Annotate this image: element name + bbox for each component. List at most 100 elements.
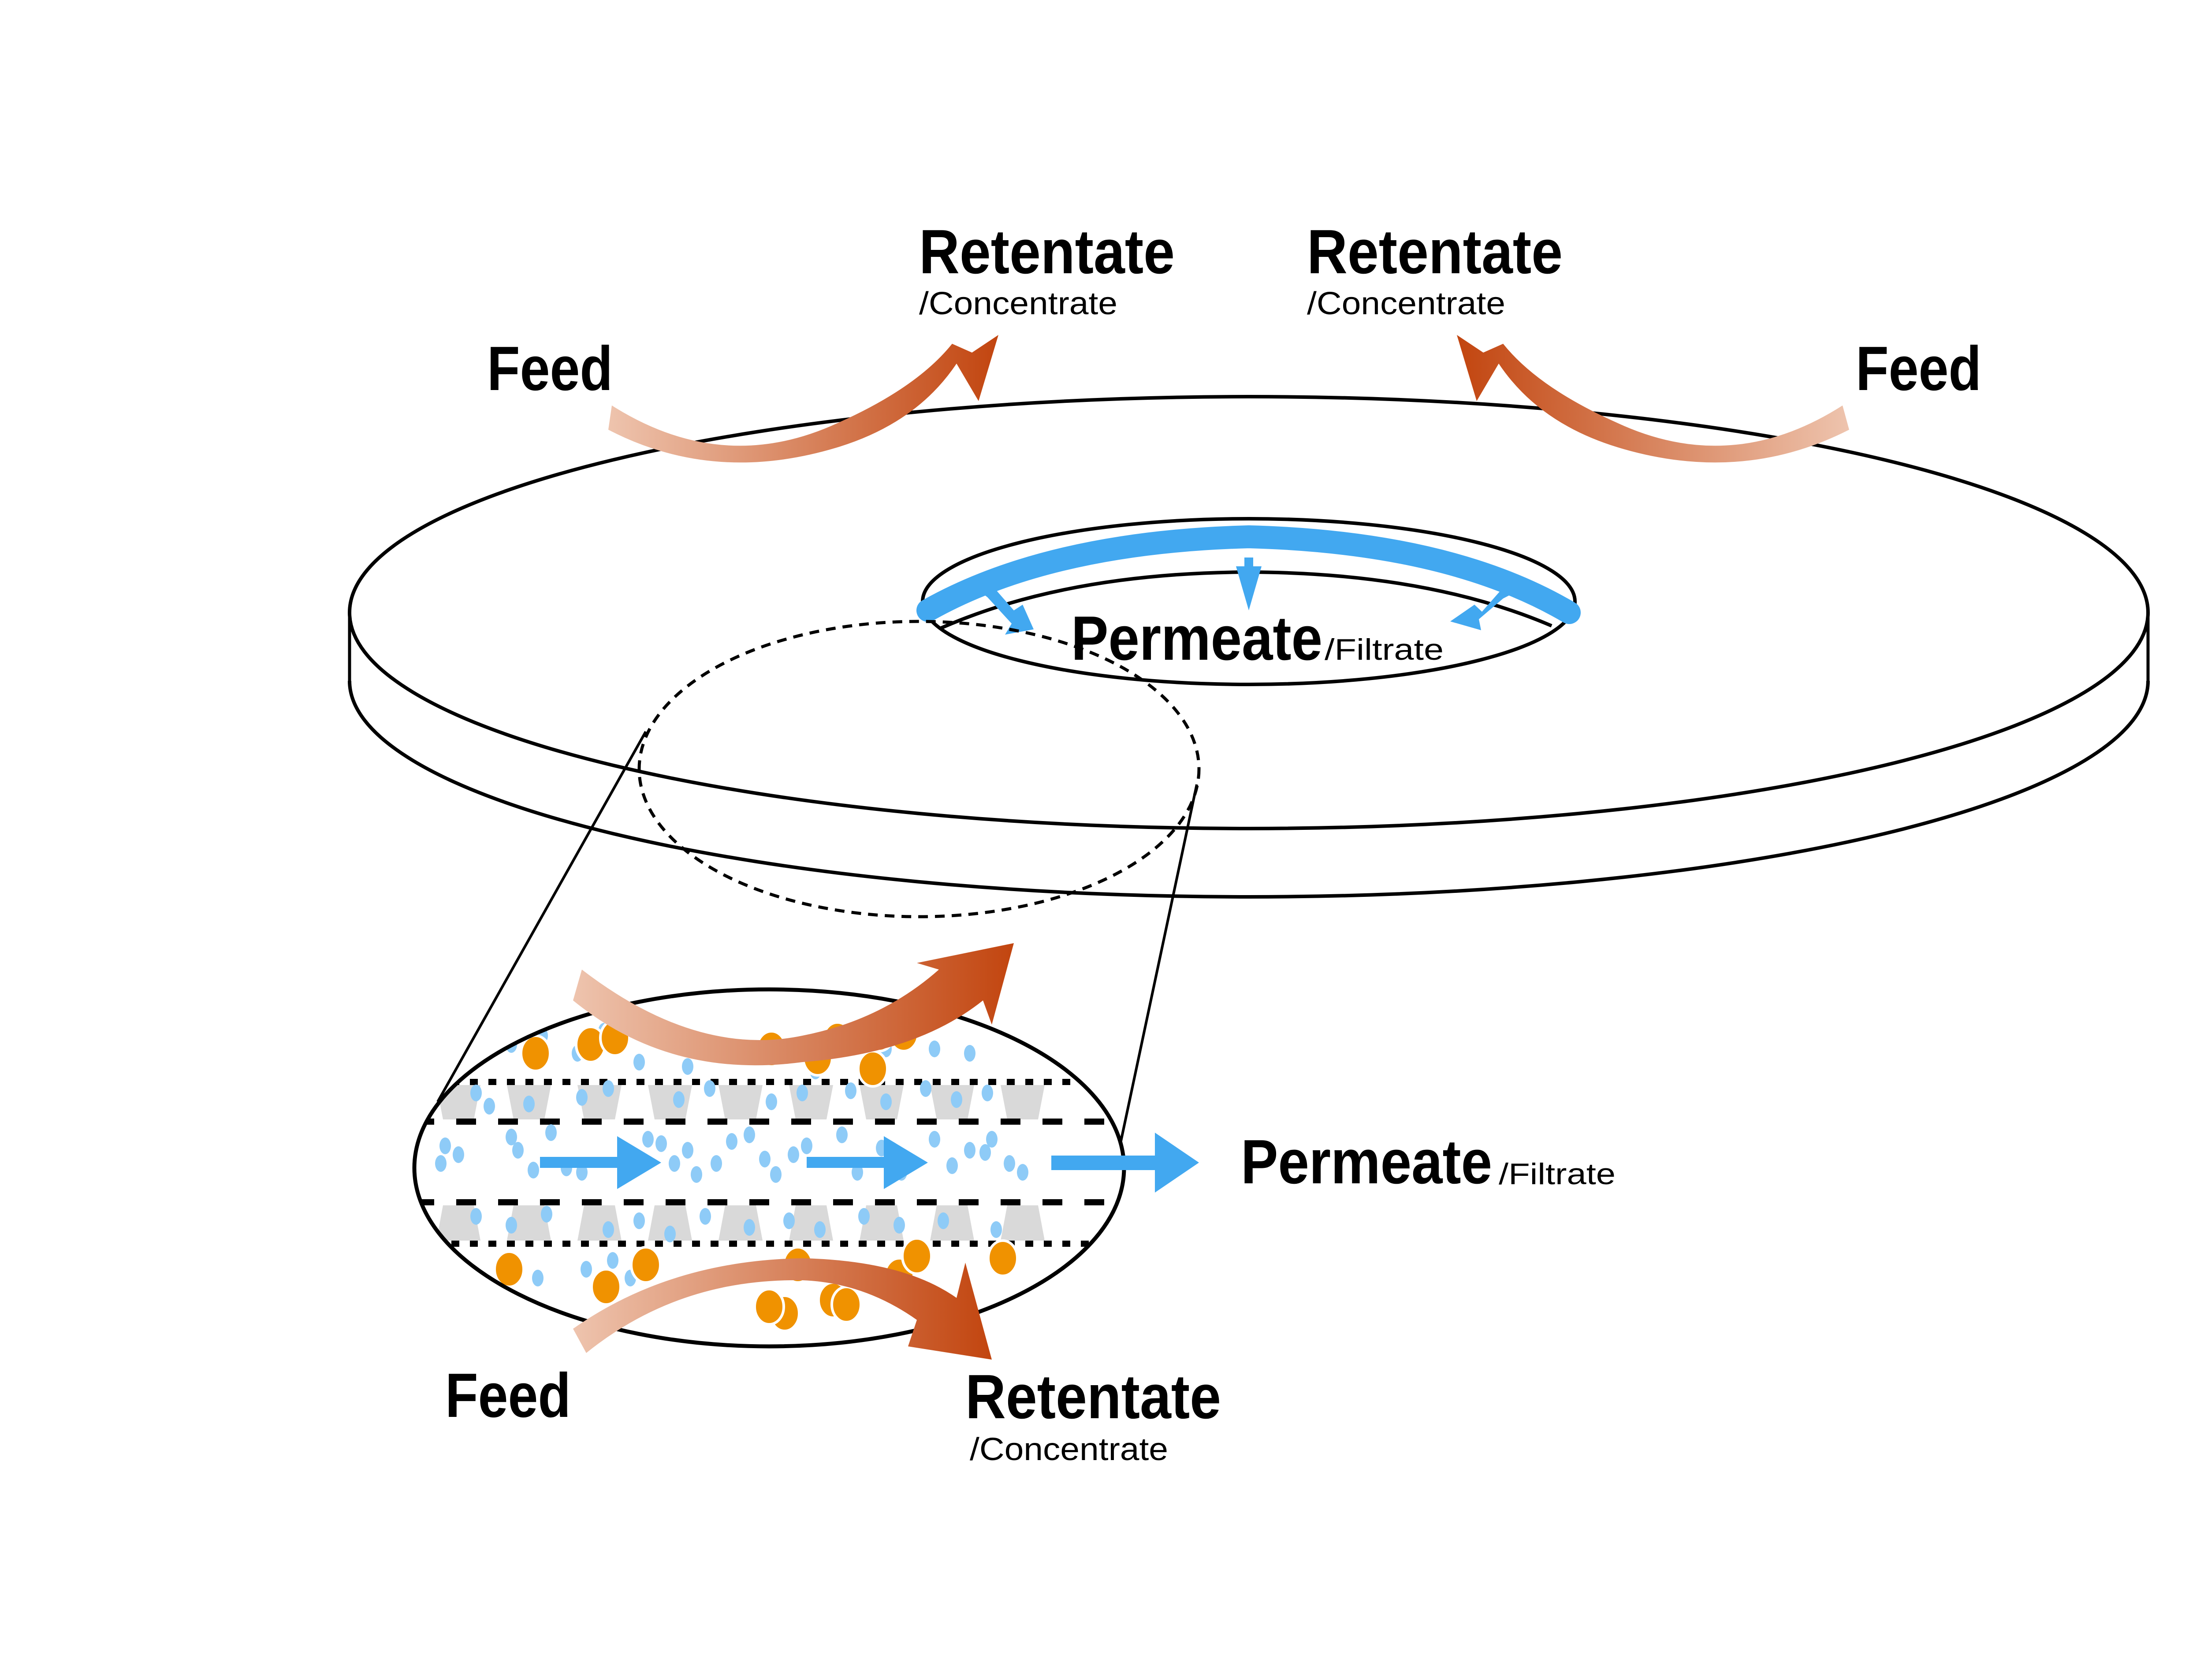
- retentate-right-sublabel: /Concentrate: [1307, 286, 1505, 321]
- small-particle: [435, 1155, 447, 1172]
- small-particle: [439, 1137, 451, 1154]
- membrane-pore: [1001, 1085, 1045, 1119]
- small-particle: [726, 1133, 737, 1150]
- small-particle: [541, 1206, 552, 1223]
- small-particle: [576, 1164, 588, 1181]
- small-particle: [951, 1091, 962, 1108]
- feed-to-retentate-arrow-right: [1457, 335, 1849, 463]
- cross-flow-arrow-bottom: [573, 1258, 992, 1360]
- small-particle: [603, 1221, 614, 1238]
- small-particle: [979, 1144, 991, 1161]
- small-particle: [484, 1098, 495, 1115]
- permeate-channel: Permeate /Filtrate: [916, 517, 1581, 686]
- small-particle: [669, 1155, 680, 1172]
- small-particle: [920, 1080, 931, 1097]
- permeate-center-label: Permeate: [1071, 603, 1322, 673]
- small-particle: [766, 1093, 777, 1110]
- pores-bottom-layer: [436, 1205, 1045, 1241]
- large-particle: [520, 1034, 551, 1072]
- small-particle: [894, 1217, 905, 1234]
- small-particle: [642, 1131, 654, 1148]
- disc-membrane: [348, 395, 2150, 899]
- membrane-pore: [436, 1205, 480, 1241]
- small-particle: [852, 1164, 863, 1181]
- small-particle: [682, 1142, 693, 1159]
- small-particle: [990, 1221, 1002, 1238]
- small-particle: [946, 1157, 958, 1174]
- membrane-pore: [648, 1085, 692, 1119]
- small-particle: [836, 1126, 848, 1143]
- membrane-pore: [577, 1205, 622, 1241]
- magnified-view-outline: [414, 989, 1124, 1346]
- small-particle: [845, 1082, 856, 1099]
- large-particle: [857, 1050, 889, 1088]
- small-particle: [512, 1142, 524, 1159]
- small-particle: [633, 1212, 645, 1229]
- small-particle: [858, 1208, 870, 1225]
- small-particle: [655, 1135, 667, 1152]
- large-particle: [493, 1250, 525, 1288]
- small-particle: [704, 1080, 715, 1097]
- small-particle: [607, 1252, 618, 1269]
- large-particle: [901, 1237, 933, 1275]
- small-particle: [744, 1126, 755, 1143]
- small-particle: [1004, 1155, 1015, 1172]
- small-particle: [532, 1270, 544, 1286]
- small-particle: [938, 1212, 949, 1229]
- large-particle: [987, 1239, 1019, 1277]
- small-particle: [964, 1142, 975, 1159]
- small-particle: [528, 1162, 539, 1178]
- small-particle: [986, 1131, 998, 1148]
- permeate-center-sublabel: /Filtrate: [1325, 633, 1444, 666]
- retentate-left-sublabel: /Concentrate: [919, 286, 1117, 321]
- permeate-collection-arc: [916, 525, 1581, 624]
- small-particle: [506, 1217, 517, 1234]
- membrane-pore: [930, 1205, 974, 1241]
- feed-to-retentate-arrow-left: [608, 335, 998, 463]
- small-particle: [783, 1212, 795, 1229]
- small-particle: [814, 1221, 826, 1238]
- small-particle: [545, 1124, 557, 1141]
- permeate-detail-label: Permeate: [1241, 1127, 1492, 1197]
- small-particle: [576, 1089, 588, 1106]
- permeate-detail-sublabel: /Filtrate: [1499, 1157, 1616, 1191]
- small-particle: [633, 1054, 645, 1070]
- small-particle: [788, 1146, 799, 1163]
- small-particle: [929, 1131, 940, 1148]
- arrow-down-center: [1236, 558, 1262, 610]
- permeate-exit-arrow: [1051, 1133, 1199, 1193]
- large-particle: [590, 1268, 622, 1306]
- small-particle: [682, 1058, 693, 1075]
- top-left-flow: Feed Retentate /Concentrate: [487, 217, 1175, 463]
- membrane-pore: [789, 1085, 833, 1119]
- membrane-pore: [719, 1085, 763, 1119]
- arrow-down-right: [1450, 583, 1519, 630]
- small-particle: [700, 1208, 711, 1225]
- small-particle: [523, 1096, 535, 1112]
- feed-left-label: Feed: [487, 334, 613, 404]
- permeate-flow-arrow-1: [540, 1136, 661, 1189]
- large-particle: [630, 1246, 662, 1284]
- small-particle: [801, 1137, 812, 1154]
- retentate-bottom-sublabel: /Concentrate: [970, 1432, 1168, 1467]
- small-particle: [711, 1155, 722, 1172]
- small-particle: [880, 1093, 892, 1110]
- membrane-pore: [789, 1205, 833, 1241]
- small-particle: [1017, 1164, 1028, 1181]
- small-particle: [673, 1091, 685, 1108]
- zoom-projection-right: [1114, 784, 1198, 1168]
- zoom-region-outline: [637, 620, 1201, 918]
- membrane-pore: [719, 1205, 763, 1241]
- feed-right-label: Feed: [1856, 334, 1981, 404]
- small-particle: [470, 1085, 482, 1101]
- small-particle: [964, 1045, 975, 1062]
- feed-bottom-label: Feed: [445, 1360, 571, 1431]
- small-particle: [982, 1085, 993, 1101]
- small-particle: [929, 1041, 940, 1057]
- retentate-bottom-label: Retentate: [965, 1362, 1221, 1432]
- disc-bottom-rim: [348, 680, 2150, 899]
- magnified-membrane-detail: Permeate /Filtrate Feed Retentate /Conce…: [412, 943, 1616, 1467]
- large-particle: [830, 1286, 862, 1323]
